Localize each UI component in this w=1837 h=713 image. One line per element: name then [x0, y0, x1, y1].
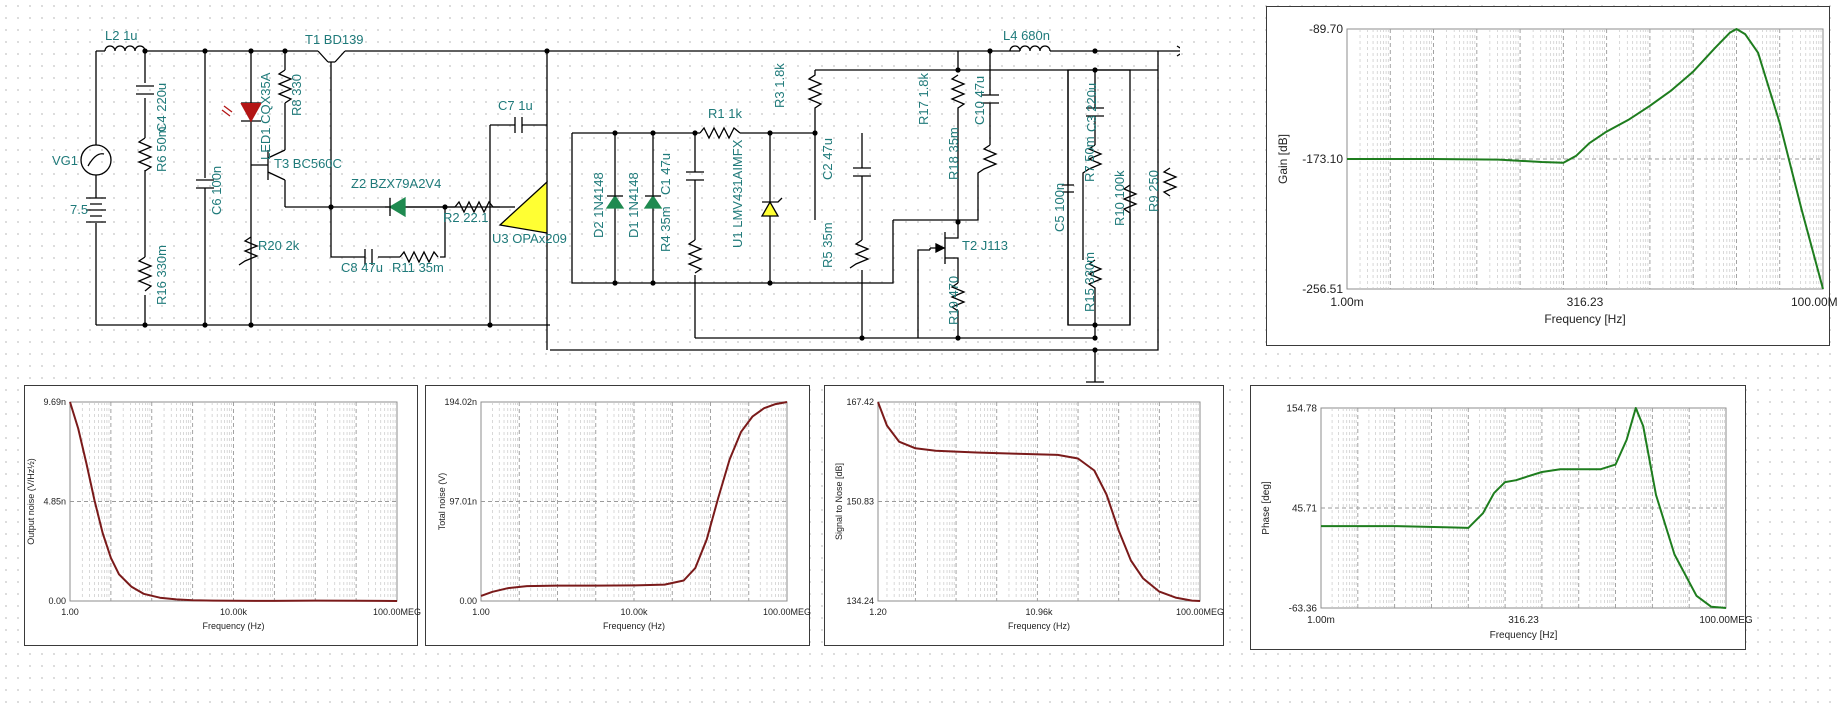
phase-chart: 154.78 45.71 -63.361.00m 316.23 100.00MEG Fre…	[1261, 404, 1753, 642]
total-noise-chart-ytick-label: 97.01n	[449, 497, 477, 507]
signal-to-noise-chart-ytick-label: 150.83	[846, 497, 874, 507]
label-t3: T3 BC560C	[274, 156, 342, 171]
total-noise-chart-yaxis-label: Total noise (V)	[437, 473, 447, 531]
gain-chart-xtick-label: 316.23	[1567, 295, 1604, 309]
signal-to-noise-chart-xtick-label: 10.96k	[1025, 607, 1053, 617]
phase-chart-xtick-label: 1.00m	[1307, 615, 1335, 626]
phase-chart-ytick-label: -63.36	[1289, 604, 1318, 615]
total-noise-chart-xtick-label: 1.00	[472, 607, 490, 617]
total-noise-chart-ytick-label: 194.02n	[444, 397, 477, 407]
phase-chart-xtick-label: 100.00MEG	[1699, 615, 1753, 626]
label-led1: LED1 CQX35A	[258, 72, 273, 160]
label-r20: R20 2k	[258, 238, 300, 253]
label-r10: R10 100k	[1112, 170, 1127, 226]
label-d2: D2 1N4148	[591, 172, 606, 238]
label-c7: C7 1u	[498, 98, 533, 113]
label-u3: U3 OPAx209	[492, 231, 567, 246]
phase-chart-ytick-label: 154.78	[1286, 404, 1317, 415]
label-r4: R4 35m	[658, 206, 673, 252]
output-noise-chart-ytick-label: 9.69n	[43, 397, 66, 407]
label-r15: R15 330m	[1082, 252, 1097, 312]
label-7-5: 7.5	[70, 202, 88, 217]
label-r9: R9 250	[1146, 170, 1161, 212]
output-noise-chart-ytick-label: 0.00	[48, 596, 66, 606]
label-r6: R6 50m	[154, 126, 169, 172]
signal-to-noise-chart-ytick-label: 167.42	[846, 397, 874, 407]
gain-chart-ytick-label: -173.10	[1302, 152, 1343, 166]
gain-chart-ytick-label: -89.70	[1309, 22, 1343, 36]
output-noise-chart-yaxis-label: Output noise (V/Hz½)	[26, 458, 36, 545]
label-c10: C10 47u	[972, 76, 987, 125]
phase-chart-ytick-label: 45.71	[1292, 504, 1317, 515]
label-r3: R3 1.8k	[772, 63, 787, 108]
signal-to-noise-chart-ytick-label: 134.24	[846, 596, 874, 606]
signal-to-noise-chart-series-line	[877, 401, 1201, 602]
label-l2: L2 1u	[105, 28, 138, 43]
gain-chart-panel: -89.70 -173.10 -256.511.00m 316.23 100.00MEG…	[1266, 6, 1837, 346]
label-c2: C2 47u	[820, 138, 835, 180]
label-r8: R8 330	[289, 74, 304, 116]
label-r19: R19 470	[946, 276, 961, 325]
phase-chart-series-line	[1321, 407, 1727, 609]
gain-chart-xtick-label: 100.00MEG	[1791, 295, 1837, 309]
label-c1: C1 47u	[658, 153, 673, 195]
label-c6: C6 100n	[209, 166, 224, 215]
output-noise-chart-ytick-label: 4.85n	[43, 497, 66, 507]
signal-to-noise-chart-yaxis-label: Signal to Nose [dB]	[834, 463, 844, 540]
gain-chart: -89.70 -173.10 -256.511.00m 316.23 100.00MEG…	[1276, 22, 1837, 326]
signal-to-noise-chart-xtick-label: 100.00MEG	[1176, 607, 1224, 617]
total-noise-chart-xaxis-label: Frequency (Hz)	[603, 621, 665, 631]
label-r1: R1 1k	[708, 106, 742, 121]
label-r18: R18 35m	[946, 127, 961, 180]
gain-chart-ytick-label: -256.51	[1302, 282, 1343, 296]
output-noise-chart-xtick-label: 100.00MEG	[373, 607, 421, 617]
gain-chart-xtick-label: 1.00m	[1330, 295, 1363, 309]
signal-to-noise-chart-xaxis-label: Frequency (Hz)	[1008, 621, 1070, 631]
output-noise-chart: 9.69n 4.85n 0.001.00 10.00k 100.00MEG Frequen…	[26, 397, 421, 631]
total-noise-chart-xtick-label: 100.00MEG	[763, 607, 811, 617]
phase-chart-xtick-label: 316.23	[1508, 615, 1539, 626]
label-c8: C8 47u	[341, 260, 383, 275]
label-t2: T2 J113	[962, 238, 1008, 253]
label-r17: R17 1.8k	[916, 72, 931, 125]
phase-chart-xaxis-label: Frequency [Hz]	[1490, 630, 1558, 641]
label-c3: C3 220u	[1084, 83, 1099, 132]
gain-chart-yaxis-label: Gain [dB]	[1276, 134, 1290, 184]
label-l4: L4 680n	[1003, 28, 1050, 43]
signal-to-noise-chart-xtick-label: 1.20	[869, 607, 887, 617]
label-r2: R2 22.1	[443, 210, 489, 225]
label-vg1: VG1	[52, 153, 78, 168]
label-r7: R7 50m	[1082, 136, 1097, 182]
total-noise-chart-xtick-label: 10.00k	[620, 607, 648, 617]
label-r5: R5 35m	[820, 222, 835, 268]
gain-chart-xaxis-label: Frequency [Hz]	[1544, 312, 1625, 326]
gain-chart-series-line	[1347, 28, 1824, 290]
label-r11: R11 35m	[392, 260, 444, 275]
label-d1: D1 1N4148	[626, 172, 641, 238]
signal-to-noise-chart: 167.42 150.83 134.241.20 10.96k 100.00MEG Fre…	[834, 397, 1224, 631]
total-noise-chart-series-line	[480, 401, 788, 597]
circuit-schematic: L2 1u T1 BD139 L4 680n 5V C4 220u LED1 C…	[52, 28, 1180, 388]
label-z2: Z2 BZX79A2V4	[351, 176, 441, 191]
label-t1: T1 BD139	[305, 32, 364, 47]
label-c5: C5 100n	[1052, 183, 1067, 232]
total-noise-chart: 194.02n 97.01n 0.001.00 10.00k 100.00MEG Freq…	[437, 397, 811, 631]
total-noise-chart-ytick-label: 0.00	[459, 596, 477, 606]
output-noise-chart-xaxis-label: Frequency (Hz)	[202, 621, 264, 631]
output-noise-chart-xtick-label: 10.00k	[220, 607, 248, 617]
phase-chart-yaxis-label: Phase [deg]	[1261, 481, 1272, 535]
label-r16: R16 330m	[154, 245, 169, 305]
label-u1: U1 LMV431AIMFX	[730, 139, 745, 248]
label-c4: C4 220u	[154, 83, 169, 132]
output-noise-chart-series-line	[69, 401, 398, 602]
output-noise-chart-xtick-label: 1.00	[61, 607, 79, 617]
